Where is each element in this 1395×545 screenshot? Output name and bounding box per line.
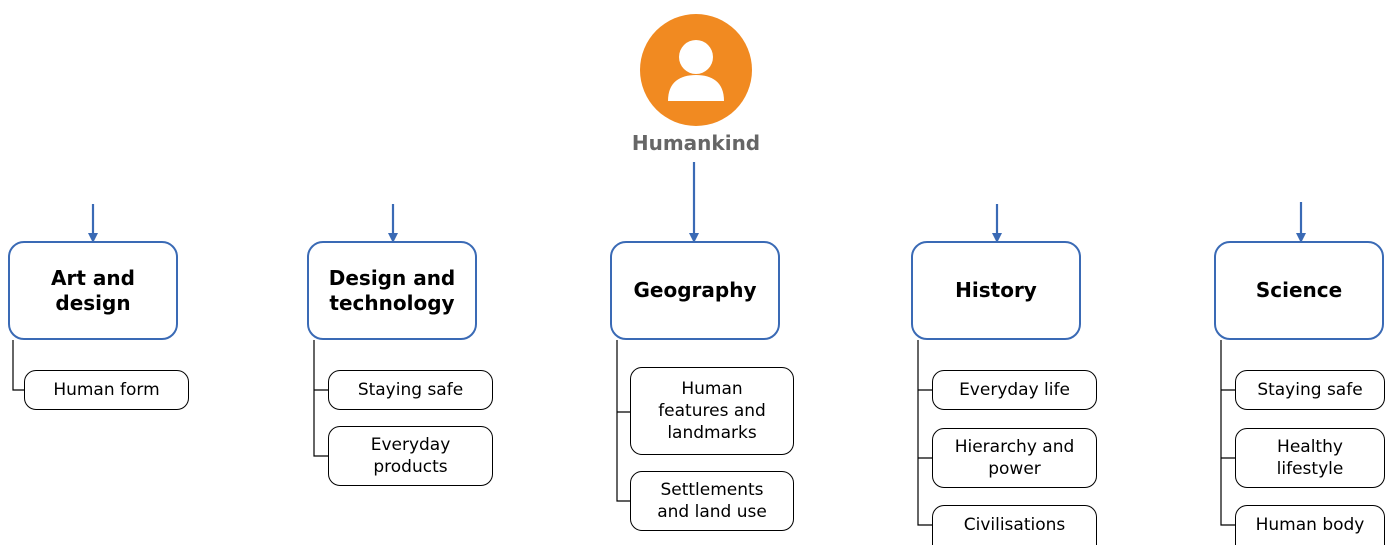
topic-hierarchy-and-power[interactable]: Hierarchy and power xyxy=(932,428,1097,488)
category-title: Science xyxy=(1255,278,1343,302)
topic-label: Human body xyxy=(1255,515,1365,536)
topic-human-body[interactable]: Human body xyxy=(1235,505,1385,545)
humankind-avatar xyxy=(640,14,752,126)
topic-human-features-and-landmarks[interactable]: Human features and landmarks xyxy=(630,367,794,455)
topic-label: Staying safe xyxy=(1257,379,1363,400)
topic-label: Civilisations xyxy=(963,515,1066,536)
topic-label: Hierarchy and power xyxy=(954,436,1075,479)
topic-healthy-lifestyle[interactable]: Healthy lifestyle xyxy=(1235,428,1385,488)
topic-label: Everyday life xyxy=(959,379,1070,400)
category-geography[interactable]: Geography xyxy=(610,241,780,340)
topic-label: Everyday products xyxy=(370,434,451,477)
topic-civilisations[interactable]: Civilisations xyxy=(932,505,1097,545)
root-label: Humankind xyxy=(631,131,761,155)
connector-geo xyxy=(616,340,630,502)
topic-staying-safe[interactable]: Staying safe xyxy=(328,370,493,410)
topic-label: Human form xyxy=(53,379,160,400)
category-design-and-technology[interactable]: Design and technology xyxy=(307,241,477,340)
topic-everyday-life[interactable]: Everyday life xyxy=(932,370,1097,410)
category-science[interactable]: Science xyxy=(1214,241,1384,340)
topic-label: Healthy lifestyle xyxy=(1276,436,1344,479)
topic-label: Human features and landmarks xyxy=(658,378,766,444)
topic-staying-safe-science[interactable]: Staying safe xyxy=(1235,370,1385,410)
category-art-and-design[interactable]: Art and design xyxy=(8,241,178,340)
connector-history xyxy=(917,340,932,526)
category-title: History xyxy=(955,278,1037,302)
topic-settlements-and-land-use[interactable]: Settlements and land use xyxy=(630,471,794,531)
category-title: Design and technology xyxy=(328,265,456,315)
person-icon xyxy=(668,40,724,101)
topic-label: Settlements and land use xyxy=(657,479,767,522)
category-history[interactable]: History xyxy=(911,241,1081,340)
topic-human-form[interactable]: Human form xyxy=(24,370,189,410)
connector-dt xyxy=(313,340,328,457)
connector-science xyxy=(1220,340,1235,526)
connector-art xyxy=(12,340,24,391)
topic-everyday-products[interactable]: Everyday products xyxy=(328,426,493,486)
category-title: Geography xyxy=(633,278,757,302)
category-title: Art and design xyxy=(51,265,135,315)
topic-label: Staying safe xyxy=(357,379,464,400)
